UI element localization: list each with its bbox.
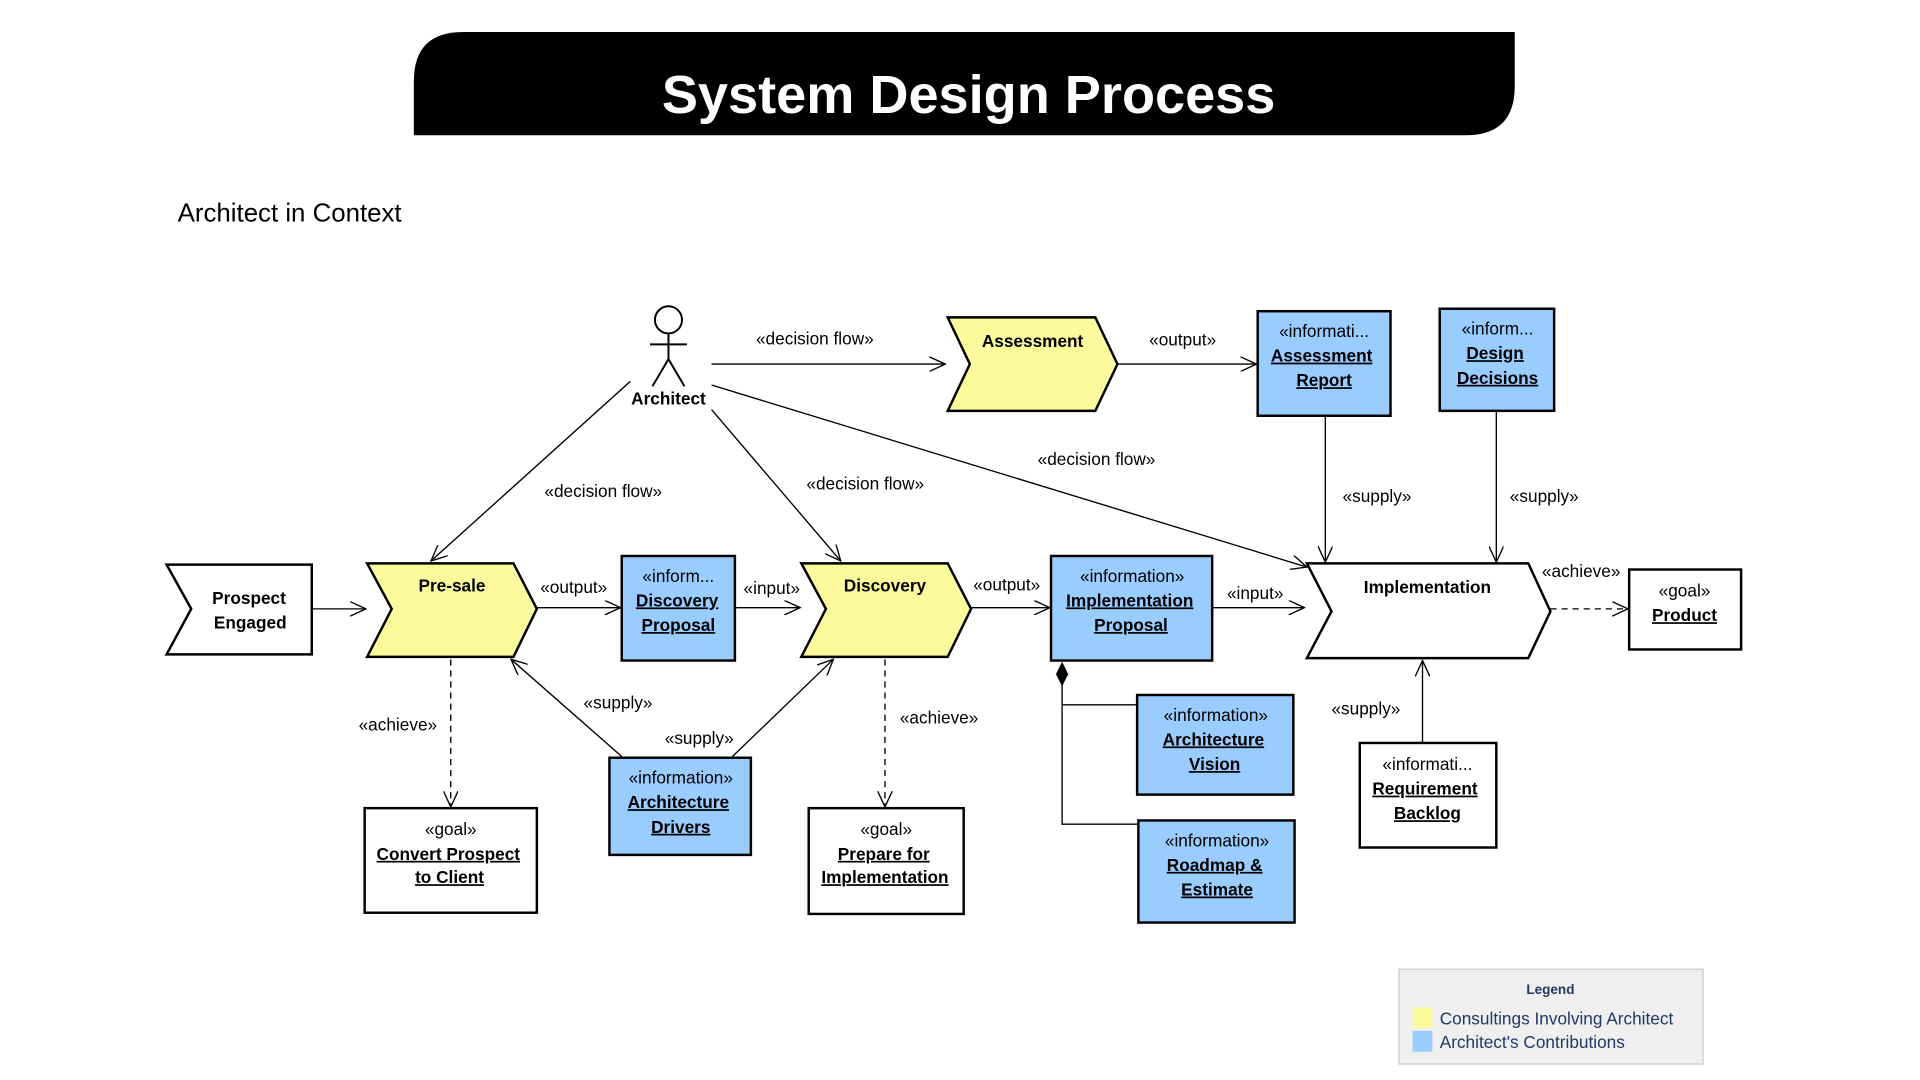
legend-swatch-blue — [1412, 1030, 1433, 1052]
edge-drivers-presale — [511, 659, 623, 758]
stereotype: «information» — [1164, 705, 1268, 725]
goal-name: to Client — [415, 867, 484, 887]
info-assessment-report[interactable]: «informati... Assessment Report — [1256, 309, 1392, 417]
info-discovery-proposal[interactable]: «inform... Discovery Proposal — [620, 554, 737, 662]
info-name: Backlog — [1394, 803, 1461, 823]
edge-drivers-discovery — [731, 659, 833, 757]
edge-label: «output» — [1149, 330, 1216, 350]
process-label: Implementation — [1364, 577, 1491, 597]
edge-labels: «decision flow» «output» «decision flow»… — [359, 328, 1621, 748]
info-requirement-backlog[interactable]: «informati... Requirement Backlog — [1358, 741, 1498, 849]
goal-prepare-implementation[interactable]: «goal» Prepare for Implementation — [807, 806, 965, 916]
edge-architect-implementation — [711, 384, 1307, 567]
edges — [311, 364, 1628, 825]
info-name: Implementation — [1066, 590, 1193, 610]
stereotype: «information» — [629, 768, 733, 788]
title-bar: System Design Process — [413, 31, 1515, 136]
edge-label: «decision flow» — [1038, 449, 1156, 469]
edge-architect-discovery — [711, 409, 841, 561]
stereotype: «information» — [1165, 830, 1269, 850]
edge-label: «output» — [973, 574, 1040, 594]
edge-architect-presale — [431, 380, 631, 561]
process-assessment[interactable]: Assessment — [945, 316, 1119, 413]
edge-label: «input» — [1227, 583, 1284, 603]
process-label: Engaged — [214, 613, 287, 633]
process-label: Assessment — [982, 331, 1084, 351]
composition-edge — [1061, 685, 1139, 825]
actor-label: Architect — [631, 389, 706, 409]
info-roadmap-estimate[interactable]: «information» Roadmap & Estimate — [1137, 819, 1296, 924]
process-presale[interactable]: Pre-sale — [365, 562, 539, 659]
info-architecture-vision[interactable]: «information» Architecture Vision — [1135, 693, 1295, 796]
legend-swatch-yellow — [1412, 1007, 1433, 1029]
goal-name: Product — [1652, 605, 1717, 625]
process-label: Pre-sale — [418, 576, 485, 596]
edge-label: «achieve» — [1542, 561, 1621, 581]
goal-name: Implementation — [821, 867, 948, 887]
info-name: Decisions — [1457, 368, 1538, 388]
info-name: Discovery — [636, 590, 719, 610]
edge-label: «achieve» — [900, 707, 979, 727]
edge-label: «supply» — [1331, 699, 1400, 719]
edge-label: «supply» — [1343, 486, 1412, 506]
goal-name: Prepare for — [838, 844, 930, 864]
edge-label: «input» — [744, 578, 801, 598]
edge-label: «supply» — [1510, 486, 1579, 506]
process-discovery[interactable]: Discovery — [799, 562, 973, 659]
actor-architect[interactable]: Architect — [631, 305, 706, 409]
goal-product[interactable]: «goal» Product — [1627, 568, 1743, 651]
legend-item: Consultings Involving Architect — [1440, 1009, 1674, 1029]
info-architecture-drivers[interactable]: «information» Architecture Drivers — [608, 756, 753, 857]
stereotype: «inform... — [1462, 319, 1534, 339]
stereotype: «goal» — [425, 819, 477, 839]
legend-title: Legend — [1526, 982, 1574, 997]
goal-convert-prospect[interactable]: «goal» Convert Prospect to Client — [363, 806, 539, 914]
info-name: Architecture — [1163, 729, 1264, 749]
legend: Legend Consultings Involving Architect A… — [1398, 968, 1704, 1065]
process-implementation[interactable]: Implementation — [1304, 562, 1552, 660]
edge-label: «supply» — [584, 693, 653, 713]
legend-item: Architect's Contributions — [1440, 1032, 1625, 1052]
info-name: Architecture — [628, 792, 729, 812]
info-name: Estimate — [1181, 879, 1253, 899]
info-name: Report — [1296, 370, 1352, 390]
edge-label: «decision flow» — [544, 481, 662, 501]
composition-diamond-icon — [1055, 661, 1069, 687]
goal-name: Convert Prospect — [377, 844, 521, 864]
stereotype: «informati... — [1382, 754, 1472, 774]
edge-label: «supply» — [665, 728, 734, 748]
stick-figure-icon — [650, 305, 687, 387]
stereotype: «informati... — [1279, 321, 1369, 341]
info-name: Assessment — [1271, 346, 1373, 366]
info-name: Proposal — [1094, 615, 1168, 635]
stereotype: «goal» — [1659, 581, 1711, 601]
info-name: Design — [1466, 343, 1523, 363]
stereotype: «goal» — [860, 819, 912, 839]
edge-label: «output» — [540, 577, 607, 597]
diagram-subtitle: Architect in Context — [178, 199, 402, 227]
info-name: Proposal — [641, 615, 715, 635]
event-prospect-engaged[interactable]: Prospect Engaged — [164, 563, 313, 656]
edge-label: «decision flow» — [756, 328, 874, 348]
edge-label: «achieve» — [359, 715, 438, 735]
edge-label: «decision flow» — [806, 474, 924, 494]
stereotype: «information» — [1080, 566, 1184, 586]
info-name: Requirement — [1372, 779, 1478, 799]
process-label: Discovery — [844, 576, 927, 596]
info-name: Roadmap & — [1167, 855, 1263, 875]
info-name: Drivers — [651, 817, 710, 837]
info-design-decisions[interactable]: «inform... Design Decisions — [1438, 307, 1556, 413]
info-name: Vision — [1189, 754, 1240, 774]
info-implementation-proposal[interactable]: «information» Implementation Proposal — [1049, 554, 1214, 662]
page-title: System Design Process — [662, 65, 1276, 125]
stereotype: «inform... — [642, 566, 714, 586]
process-label: Prospect — [212, 588, 286, 608]
